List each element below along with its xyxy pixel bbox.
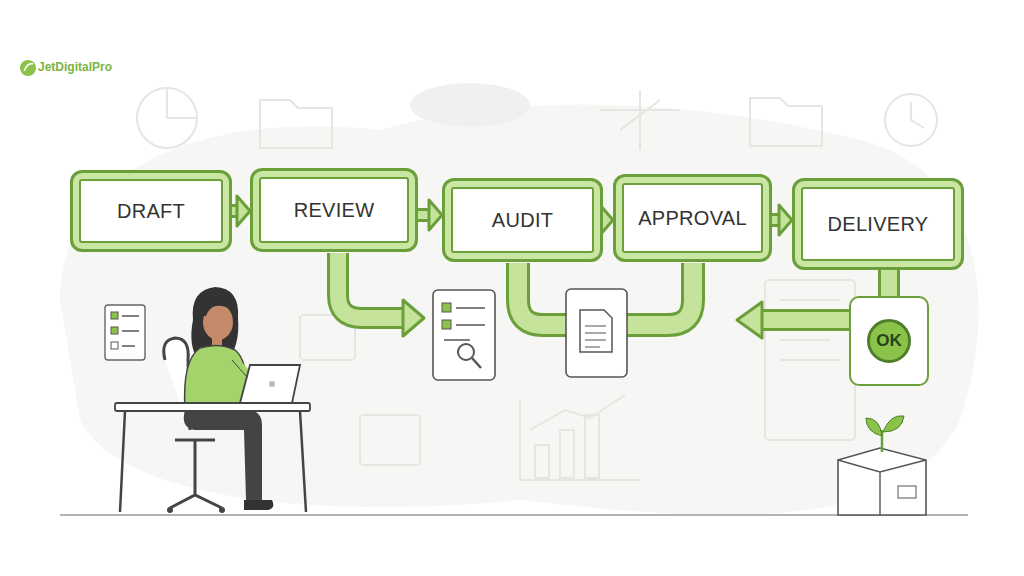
- clock-icon: [911, 102, 924, 128]
- checklist-document: [433, 290, 495, 380]
- pie-icon: [167, 88, 197, 118]
- clock-icon: [885, 94, 937, 146]
- magnifier: [472, 358, 481, 368]
- step-label: DELIVERY: [828, 213, 929, 236]
- plant-box: [838, 416, 926, 515]
- chart-line: [530, 395, 625, 430]
- pie-icon: [137, 88, 197, 148]
- chart-bar: [585, 415, 599, 478]
- chart-bar: [560, 430, 574, 478]
- background-blob: [60, 105, 979, 516]
- chart-icon: [520, 400, 640, 480]
- folder-icon: [260, 100, 332, 148]
- flow-arrow: [889, 269, 890, 297]
- checkbox: [111, 342, 118, 349]
- checkbox: [111, 327, 118, 334]
- checkbox: [442, 303, 451, 312]
- text-lines: [585, 326, 606, 347]
- logo-mark: [24, 64, 33, 71]
- flow-arrow: [417, 200, 442, 230]
- background-blob: [410, 83, 530, 127]
- text-lines: [444, 308, 485, 340]
- flow-arrow: [771, 205, 792, 235]
- step-label: DRAFT: [117, 200, 185, 223]
- arrow-head: [403, 300, 424, 336]
- status-badge: OK: [867, 319, 911, 363]
- process-box: AUDIT: [442, 178, 603, 262]
- chart-bar: [535, 445, 549, 478]
- document-card: [566, 289, 627, 377]
- flow-band: [338, 253, 405, 318]
- page-icon: [765, 280, 855, 440]
- ground-line: [60, 514, 968, 516]
- document-icon: [580, 310, 612, 352]
- step-label: APPROVAL: [638, 207, 747, 230]
- person-illustration: [115, 287, 310, 513]
- arrow-head: [737, 302, 762, 338]
- checkbox: [111, 312, 118, 319]
- flow-band: [760, 312, 860, 328]
- brand-label: JetDigitalPro: [38, 60, 112, 74]
- step-label: REVIEW: [294, 199, 375, 222]
- flow-arrow: [231, 196, 250, 226]
- checkbox: [442, 320, 451, 329]
- process-box: DRAFT: [70, 170, 232, 252]
- calendar-icon: [360, 415, 420, 465]
- process-box: APPROVAL: [613, 174, 772, 262]
- magnifier: [458, 344, 474, 360]
- flow-band: [338, 253, 405, 318]
- step-label: AUDIT: [492, 209, 554, 232]
- status-card: OK: [849, 296, 929, 386]
- folder-icon: [750, 98, 822, 146]
- checklist-icon: [105, 305, 145, 360]
- network-icon: [600, 90, 680, 150]
- logo-mark: [20, 60, 36, 76]
- text-lines: [122, 316, 139, 346]
- process-box: REVIEW: [250, 168, 418, 252]
- process-box: DELIVERY: [792, 178, 964, 270]
